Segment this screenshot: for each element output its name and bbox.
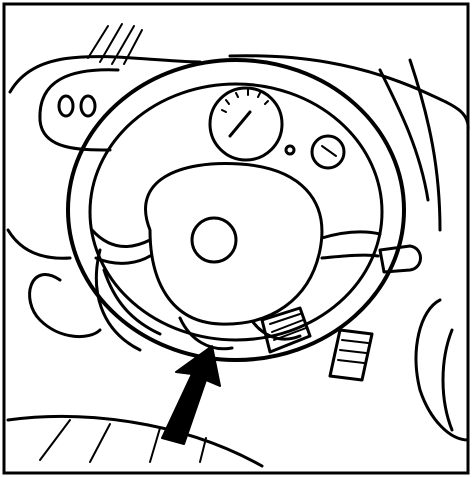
- secondary-gauge: [312, 136, 344, 168]
- speedometer-gauge: [210, 88, 282, 160]
- horn-emblem: [192, 218, 236, 262]
- turn-signal-stalk: [380, 246, 421, 272]
